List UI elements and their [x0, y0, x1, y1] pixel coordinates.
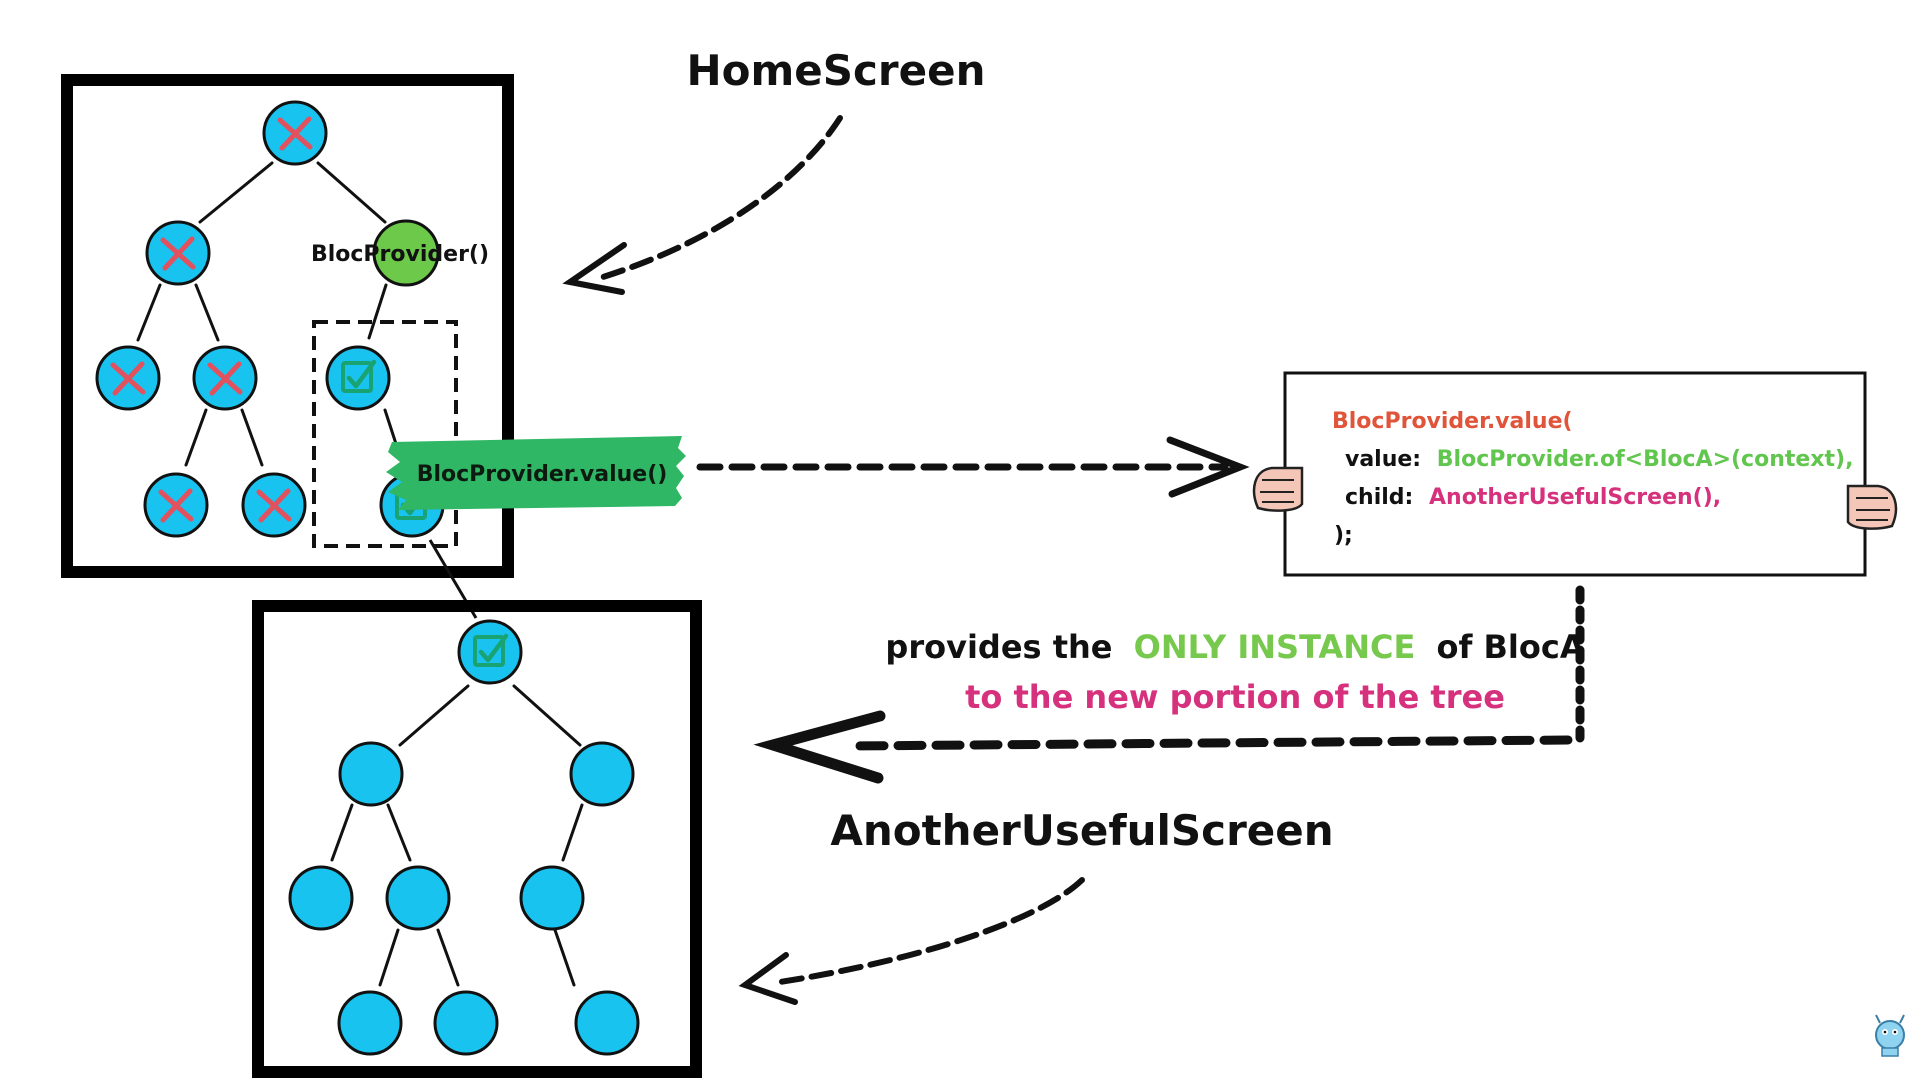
tree-node: [338, 741, 404, 807]
code-child-key: child:: [1345, 485, 1413, 510]
home-tree-nodes: [95, 100, 445, 538]
tree-node: [433, 990, 499, 1056]
tree-node: [95, 345, 161, 411]
another-screen-title: AnotherUsefulScreen: [830, 806, 1333, 855]
hand-icon: [1252, 466, 1304, 512]
svg-text:value: BlocProvider.of: value: BlocProvider.of<BlocA>(context),: [1345, 447, 1853, 472]
caption: provides the ONLY INSTANCE of BlocA to t…: [885, 628, 1584, 716]
bloc-provider-node-label: BlocProvider(): [311, 242, 489, 267]
bloc-provider-value-tag: BlocProvider.value(): [386, 436, 686, 510]
tag-to-code-arrow: [696, 436, 1250, 498]
hand-icon: [1846, 484, 1898, 530]
home-screen-title: HomeScreen: [687, 46, 986, 95]
selected-subtree-box: [312, 320, 458, 548]
svg-text:provides the ONLY INSTAN: provides the ONLY INSTANCE of BlocA: [885, 628, 1584, 666]
code-line-1: BlocProvider.value(: [1332, 409, 1573, 434]
caption-part-2: of BlocA: [1436, 628, 1584, 666]
home-screen-frame: [61, 74, 514, 578]
code-value-expr: BlocProvider.of<BlocA>(context),: [1437, 447, 1854, 472]
caption-part-1: provides the: [885, 628, 1112, 666]
bloc-provider-value-tag-label: BlocProvider.value(): [417, 462, 668, 487]
tree-node: [385, 865, 451, 931]
tree-node: [288, 865, 354, 931]
tree-node: [569, 741, 635, 807]
tree-node: [574, 990, 640, 1056]
tree-node: [457, 619, 523, 685]
code-value-key: value:: [1345, 447, 1421, 472]
mascot-icon: [1875, 1014, 1905, 1057]
tree-node: [519, 865, 585, 931]
tree-node: [145, 220, 211, 286]
tree-node: [325, 345, 391, 411]
code-to-tree-arrow: [753, 585, 1585, 784]
another-screen-frame: [252, 600, 702, 1078]
code-line-4: );: [1334, 523, 1353, 548]
home-screen-arrow: [562, 115, 843, 295]
caption-line-2: to the new portion of the tree: [965, 678, 1505, 716]
tree-node: [337, 990, 403, 1056]
tree-node: [241, 472, 307, 538]
another-tree-nodes: [288, 619, 640, 1056]
tree-node: [262, 100, 328, 166]
tree-node: [143, 472, 209, 538]
tree-node: [192, 345, 258, 411]
home-tree-edges: [136, 161, 400, 467]
another-screen-arrow: [738, 877, 1085, 1005]
svg-text:child: AnotherUsefulSc: child: AnotherUsefulScreen(),: [1345, 485, 1721, 510]
code-card: BlocProvider.value( value: BlocProvider.…: [1252, 371, 1898, 577]
code-child-expr: AnotherUsefulScreen(),: [1429, 485, 1721, 510]
another-tree-edges: [330, 684, 584, 987]
bloc-provider-node: [372, 219, 440, 287]
caption-highlight: ONLY INSTANCE: [1134, 628, 1416, 666]
